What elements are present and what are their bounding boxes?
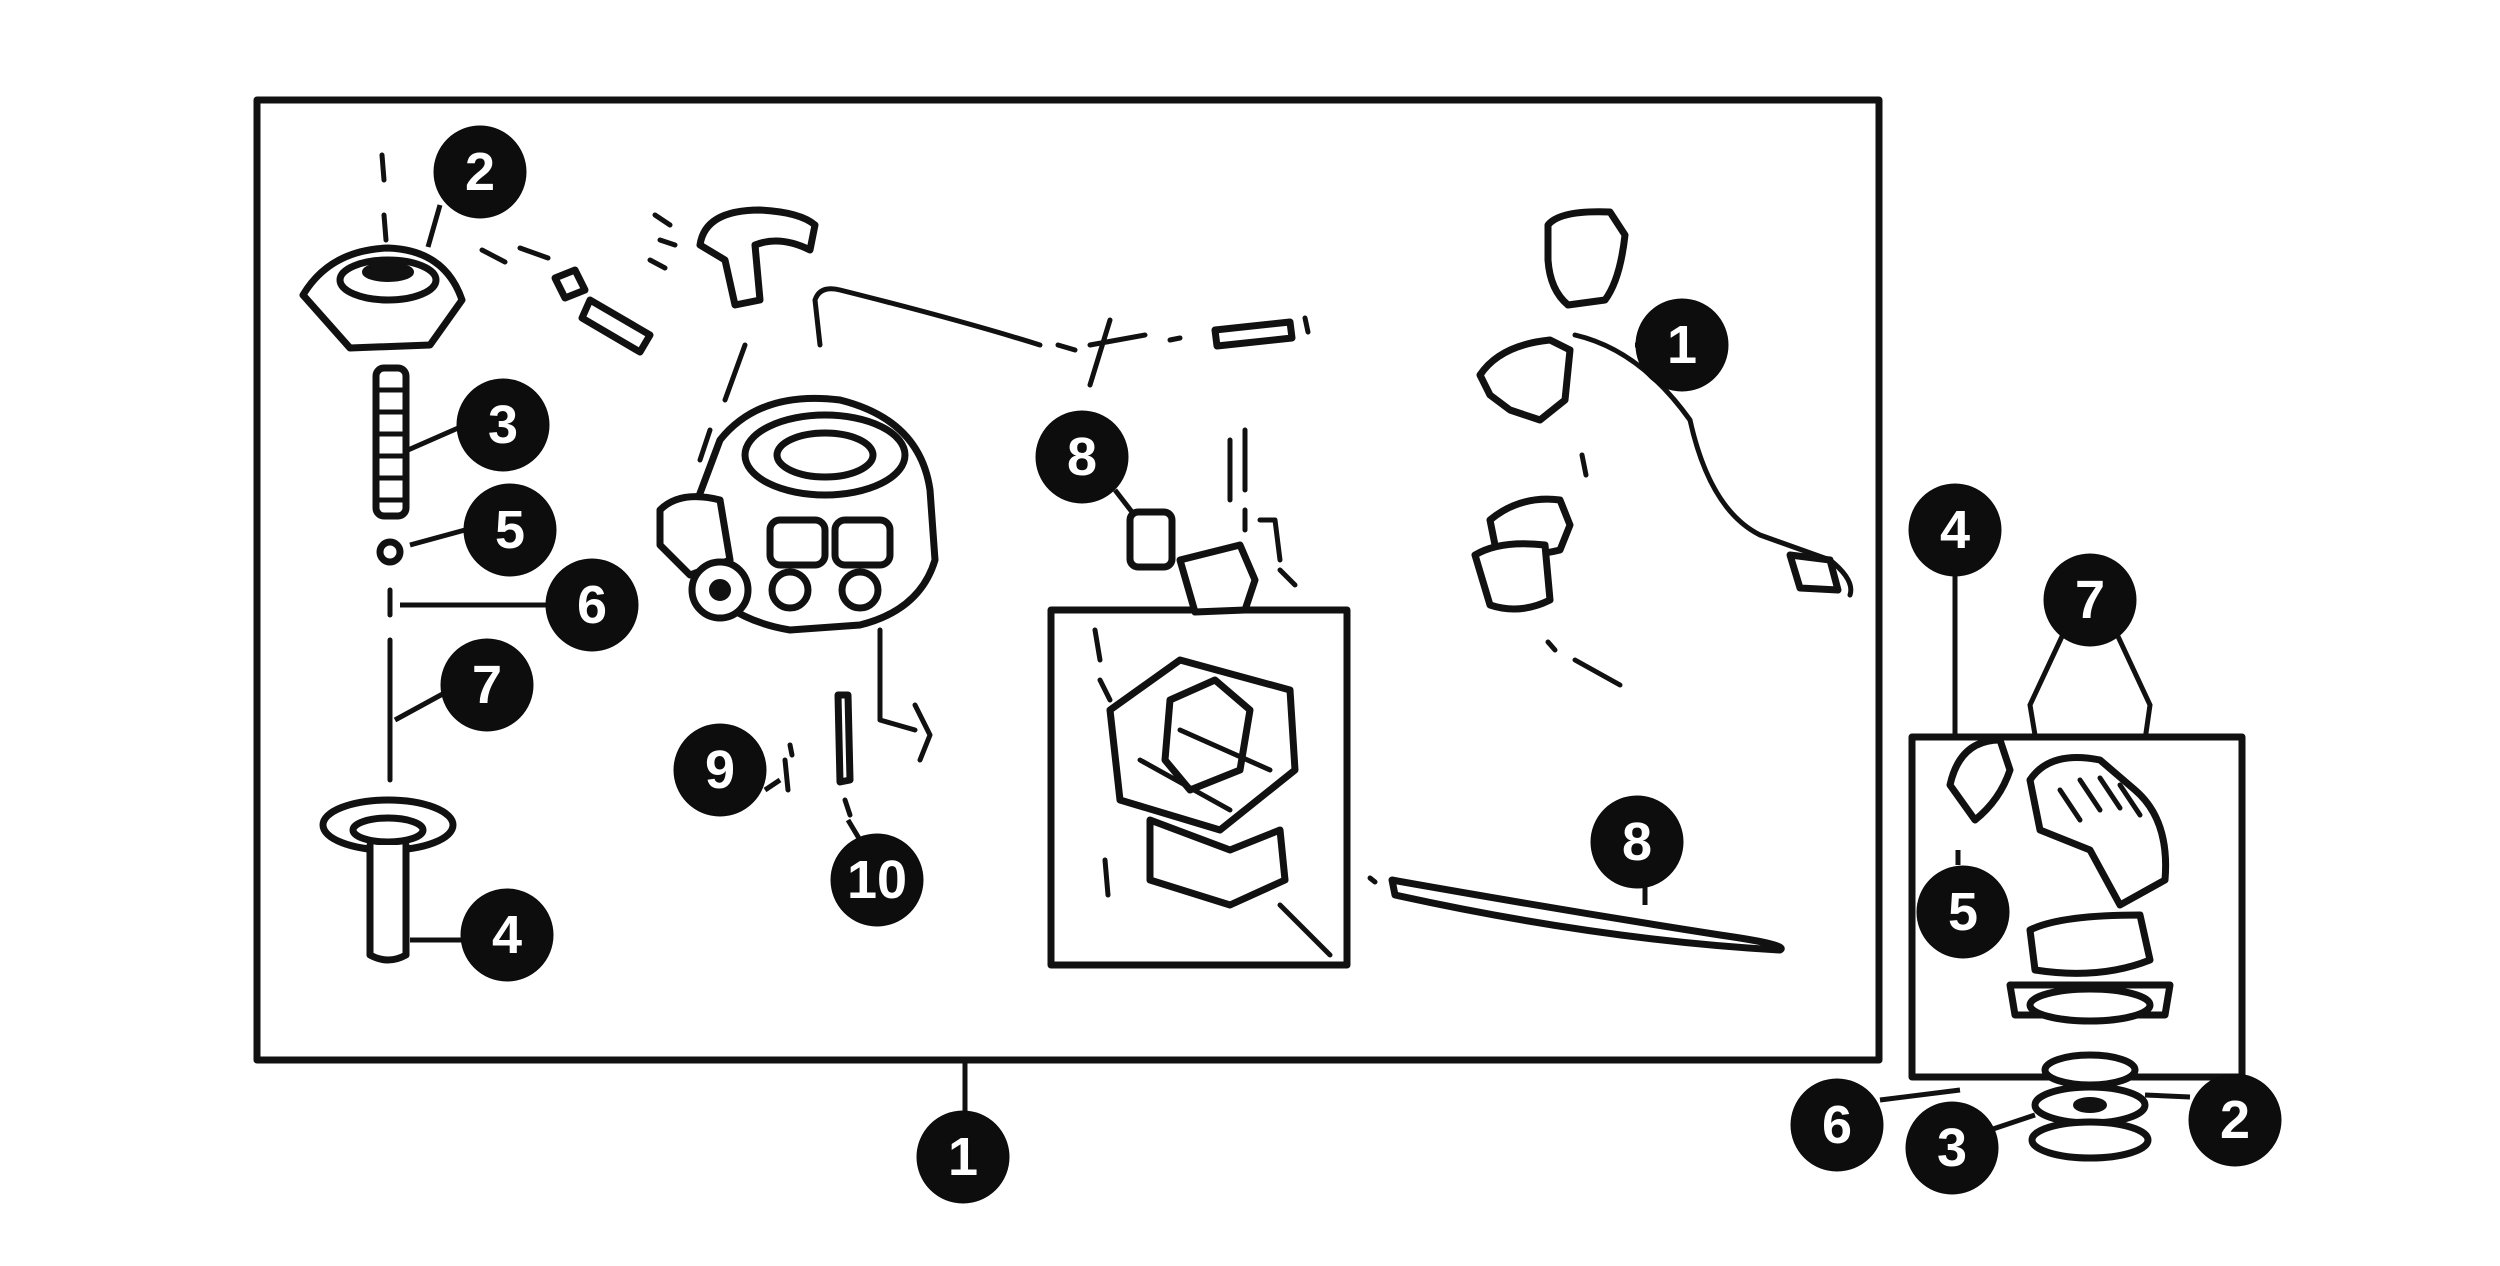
- svg-text:7: 7: [472, 655, 502, 715]
- svg-text:10: 10: [847, 850, 907, 910]
- leader-lines: [393, 204, 2191, 1133]
- idle-screw-part: [782, 742, 795, 793]
- callout-main-8a: 8: [1035, 410, 1129, 504]
- callout-side-4: 4: [1908, 483, 2002, 577]
- callout-main-4: 4: [460, 888, 554, 982]
- svg-text:4: 4: [492, 905, 522, 965]
- svg-text:3: 3: [488, 395, 518, 455]
- svg-text:3: 3: [1937, 1118, 1967, 1178]
- float-chamber-parts: [1092, 427, 1333, 958]
- needle-clip-part: [376, 538, 404, 566]
- callout-main-1: 1: [1635, 298, 1729, 392]
- diaphragm-cover-part: [299, 152, 466, 352]
- svg-text:9: 9: [705, 740, 735, 800]
- svg-text:6: 6: [1822, 1095, 1852, 1155]
- svg-text:1: 1: [948, 1127, 978, 1187]
- svg-text:5: 5: [1948, 882, 1978, 942]
- callout-main-3: 3: [456, 378, 550, 472]
- svg-text:8: 8: [1067, 427, 1097, 487]
- svg-text:6: 6: [577, 575, 607, 635]
- callout-main-10: 10: [830, 833, 924, 927]
- callout-main-assembly: 1: [916, 1110, 1010, 1204]
- svg-text:4: 4: [1940, 500, 1970, 560]
- svg-text:5: 5: [495, 500, 525, 560]
- piston-spring-part: [372, 364, 410, 520]
- throttle-bracket-part: [647, 206, 819, 309]
- auto-choke-part: [1471, 208, 1854, 688]
- svg-text:2: 2: [2220, 1090, 2250, 1150]
- callout-side-6: 6: [1790, 1078, 1884, 1172]
- callout-side-3: 3: [1905, 1101, 1999, 1195]
- piston-valve-part: [319, 796, 457, 964]
- callout-main-5: 5: [463, 483, 557, 577]
- screw-set-part: [479, 245, 654, 356]
- callout-side-2: 2: [2188, 1073, 2282, 1167]
- svg-text:7: 7: [2075, 570, 2105, 630]
- svg-text:2: 2: [465, 142, 495, 202]
- carburetor-body-part: [656, 342, 939, 763]
- main-assembly-frame: [253, 96, 1883, 1064]
- svg-text:1: 1: [1667, 315, 1697, 375]
- pilot-jet-part: [834, 691, 854, 818]
- callout-main-9: 9: [673, 723, 767, 817]
- drain-hose-part: [1367, 875, 1785, 954]
- throttle-cable-part: [812, 286, 1311, 388]
- svg-text:8: 8: [1622, 812, 1652, 872]
- callout-side-7: 7: [2043, 553, 2137, 647]
- intake-manifold-kit-part: [1946, 736, 2174, 1162]
- callout-side-5: 5: [1916, 865, 2010, 959]
- callout-main-7: 7: [440, 638, 534, 732]
- callout-main-2: 2: [433, 125, 527, 219]
- callout-main-8b: 8: [1590, 795, 1684, 889]
- callout-main-6: 6: [545, 558, 639, 652]
